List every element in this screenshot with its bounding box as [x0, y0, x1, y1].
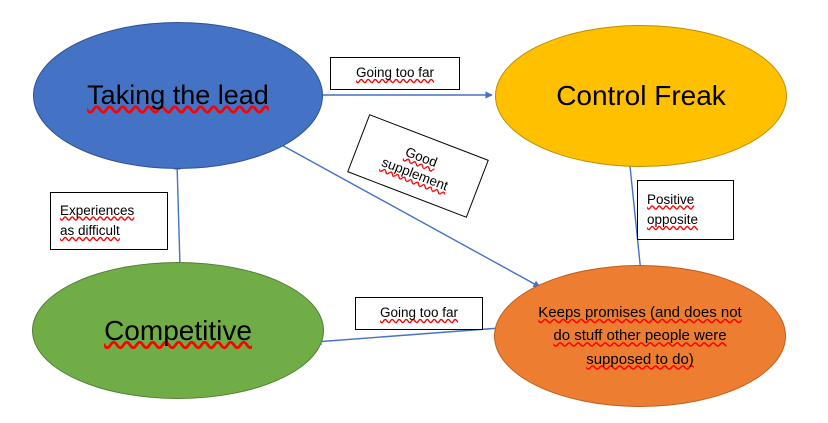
node-taking-the-lead[interactable]: Taking the lead [33, 22, 323, 169]
edge-label-experiences-as-difficult[interactable]: Experiences as difficult [50, 192, 168, 250]
edge-label-positive-opposite-text: Positive opposite [647, 191, 699, 227]
edge-label-going-too-far-bottom[interactable]: Going too far [355, 297, 483, 330]
node-control-freak-label: Control Freak [556, 80, 726, 112]
node-competitive-label: Competitive [104, 314, 252, 346]
edge-control-freak-to-keeps-promises [629, 165, 644, 274]
edge-label-good-supplement-text: Good supplement [379, 144, 451, 194]
edge-label-positive-opposite[interactable]: Positive opposite [637, 180, 734, 240]
edge-label-going-too-far-bottom-text: Going too far [379, 305, 459, 321]
edge-label-experiences-as-difficult-text: Experiences as difficult [60, 202, 135, 238]
edge-label-going-too-far-top-text: Going too far [355, 65, 435, 81]
node-control-freak[interactable]: Control Freak [495, 25, 787, 167]
edge-label-going-too-far-top[interactable]: Going too far [330, 57, 460, 90]
node-taking-the-lead-label: Taking the lead [87, 80, 269, 111]
node-keeps-promises[interactable]: Keeps promises (and does not do stuff ot… [494, 265, 786, 407]
edge-taking-the-lead-to-keeps-promises [277, 142, 541, 288]
edge-keeps-promises-to-competitive [314, 327, 501, 346]
edge-competitive-to-taking-the-lead [173, 162, 181, 267]
node-keeps-promises-label: Keeps promises (and does not do stuff ot… [538, 304, 742, 368]
node-competitive[interactable]: Competitive [32, 262, 324, 399]
